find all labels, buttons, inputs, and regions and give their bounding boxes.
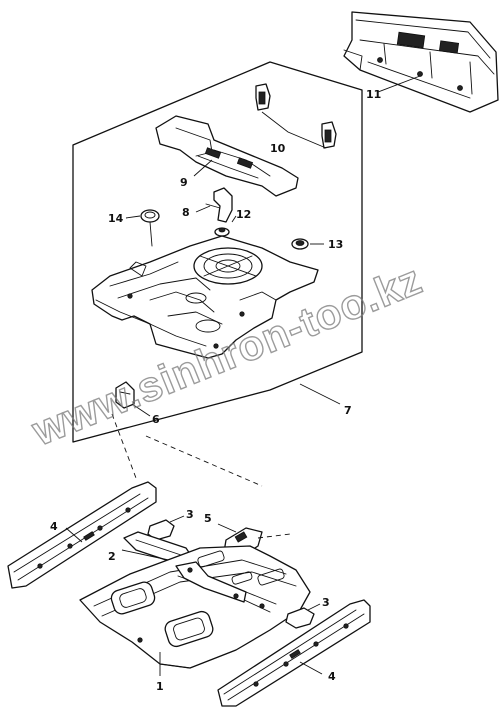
callout-9: 9 (180, 176, 188, 189)
leader-5 (217, 523, 237, 533)
leader-3b (307, 603, 321, 611)
part-10-brackets (255, 83, 337, 149)
part-3-bracket-upper (147, 519, 175, 541)
callout-1: 1 (156, 680, 164, 693)
callout-10: 10 (270, 142, 286, 155)
alignment-line-mid (145, 435, 263, 487)
leader-6 (131, 403, 151, 417)
part-4-right-rail (217, 599, 371, 707)
part-1-front-floor-pan (79, 545, 311, 669)
callout-6: 6 (152, 413, 160, 426)
callout-4b: 4 (328, 670, 336, 683)
rear-floor-assembly-boundary (72, 61, 363, 443)
part-11-rear-panel (343, 11, 499, 113)
leader-3a (169, 515, 185, 523)
callout-4a: 4 (50, 520, 58, 533)
callout-3a: 3 (186, 508, 194, 521)
part-4-left-rail (7, 481, 157, 589)
callout-5: 5 (204, 512, 212, 525)
alignment-line-left (111, 413, 137, 479)
leader-10 (261, 111, 327, 149)
callout-3b: 3 (322, 596, 330, 609)
callout-8: 8 (182, 206, 190, 219)
part-9-cross-member (155, 115, 299, 197)
part-3-bracket-lower (285, 607, 315, 629)
leader-14 (125, 215, 141, 219)
alignment-line-5 (257, 533, 291, 539)
rear-floor-pan (91, 235, 319, 359)
leader-9 (193, 159, 213, 177)
leader-4a (65, 527, 83, 543)
part-13-grommet (291, 238, 309, 250)
callout-7: 7 (344, 404, 352, 417)
leader-11 (377, 75, 421, 93)
part-6-bracket (115, 381, 135, 409)
leader-7 (299, 383, 341, 405)
callout-2: 2 (108, 550, 116, 563)
part-14-plug (140, 209, 160, 247)
leader-12 (231, 215, 237, 223)
callout-11: 11 (366, 88, 381, 101)
callout-13: 13 (328, 238, 343, 251)
callout-12: 12 (236, 208, 251, 221)
leader-4b (299, 661, 323, 675)
part-8-bracket (205, 187, 233, 223)
leader-8 (195, 205, 211, 213)
part-12-nut (214, 227, 230, 237)
callout-14: 14 (108, 212, 124, 225)
